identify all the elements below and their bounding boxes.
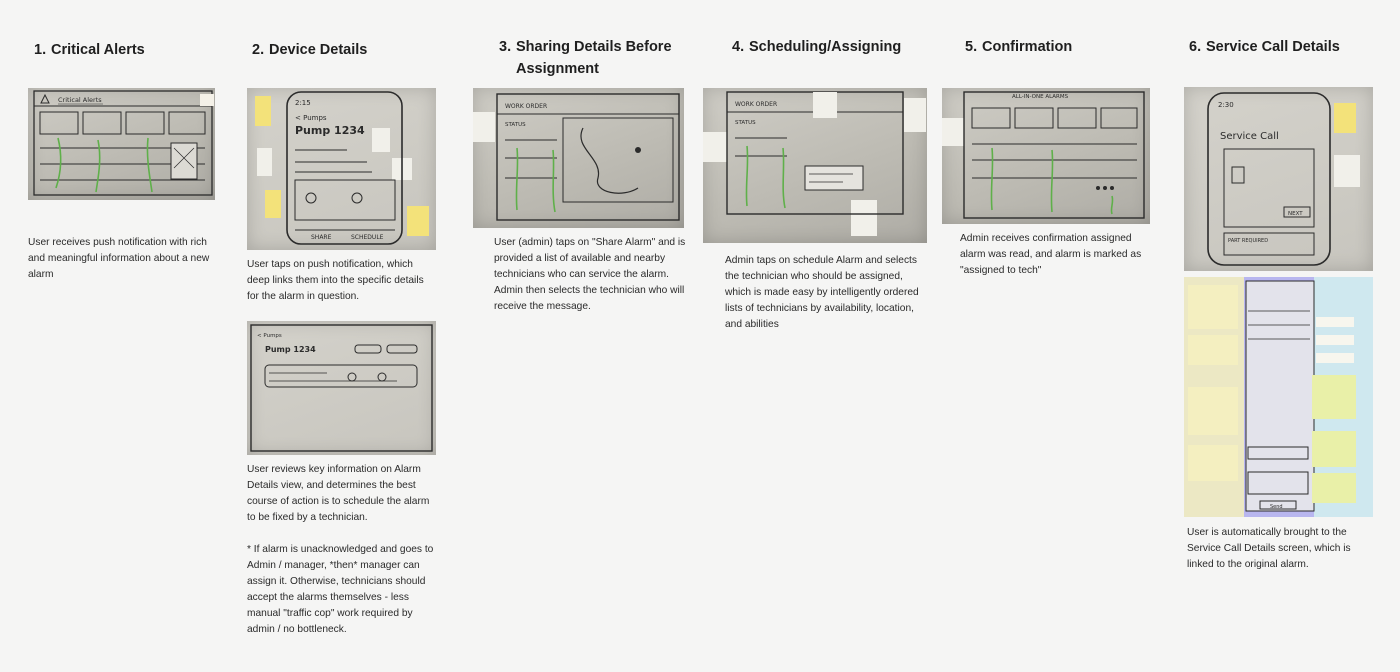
svg-text:< Pumps: < Pumps [257, 333, 282, 339]
step-description: User is automatically brought to the Ser… [1187, 527, 1351, 570]
svg-text:Send: Send [1270, 504, 1283, 510]
sketch-photo-critical-alerts: Critical Alerts [28, 88, 215, 200]
wireframe-sketch: WORK ORDER STATUS [473, 93, 680, 221]
wireframe-sketch: ALL-IN-ONE ALARMS [942, 91, 1145, 219]
svg-text:WORK ORDER: WORK ORDER [735, 101, 777, 108]
wireframe-sketch: < Pumps Pump 1234 [250, 324, 433, 452]
step-description: User (admin) taps on "Share Alarm" and i… [494, 237, 686, 312]
step-heading: 1.Critical Alerts [34, 42, 145, 58]
sketch-photo-sharing-details: WORK ORDER STATUS [473, 88, 684, 228]
svg-text:ALL-IN-ONE ALARMS: ALL-IN-ONE ALARMS [1012, 94, 1069, 100]
svg-text:Service Call: Service Call [1220, 131, 1279, 142]
step-heading: 3.Sharing Details Before Assignment [499, 39, 672, 77]
svg-text:SHARE: SHARE [311, 234, 332, 241]
sketch-photo-scheduling: WORK ORDER STATUS [703, 88, 927, 243]
step-description: Admin taps on schedule Alarm and selects… [725, 255, 919, 330]
step-description: Admin receives confirmation assigned ala… [960, 233, 1142, 276]
step-heading: 2.Device Details [252, 42, 368, 58]
step-heading: 4.Scheduling/Assigning [732, 39, 902, 55]
step-description: User receives push notification with ric… [28, 237, 210, 280]
svg-text:Pump 1234: Pump 1234 [265, 345, 316, 354]
step-description: User taps on push notification, which de… [247, 259, 424, 302]
sketch-photo-device-details-desktop: < Pumps Pump 1234 [247, 321, 436, 455]
sketch-photo-device-details-mobile: 2:15 < Pumps Pump 1234 SHARE SCHEDULE [247, 88, 436, 250]
step-description: User reviews key information on Alarm De… [247, 464, 434, 635]
wireframe-sketch: WORK ORDER STATUS [703, 91, 926, 236]
svg-text:Pump 1234: Pump 1234 [295, 124, 365, 137]
wireframe-sketch: 2:30 Service Call NEXT PART REQUIRED [1207, 92, 1360, 266]
sketch-photo-service-call-desktop: Send [1184, 277, 1373, 517]
step-heading: 5.Confirmation [965, 39, 1073, 55]
wireframe-sketch: Critical Alerts [33, 90, 214, 196]
svg-text:STATUS: STATUS [505, 122, 526, 128]
svg-text:2:15: 2:15 [295, 99, 311, 107]
svg-text:2:30: 2:30 [1218, 101, 1234, 109]
svg-text:STATUS: STATUS [735, 120, 756, 126]
wireframe-sketch: Send [1184, 277, 1373, 517]
sketch-label: Critical Alerts [58, 96, 102, 104]
svg-text:< Pumps: < Pumps [295, 114, 327, 122]
step-heading: 6.Service Call Details [1189, 39, 1340, 55]
svg-text:PART REQUIRED: PART REQUIRED [1228, 238, 1268, 244]
svg-text:NEXT: NEXT [1288, 211, 1303, 217]
sketch-photo-service-call-mobile: 2:30 Service Call NEXT PART REQUIRED [1184, 87, 1373, 271]
svg-text:WORK ORDER: WORK ORDER [505, 103, 547, 110]
svg-text:SCHEDULE: SCHEDULE [351, 234, 384, 241]
wireframe-sketch: 2:15 < Pumps Pump 1234 SHARE SCHEDULE [255, 91, 429, 245]
sketch-photo-confirmation: ALL-IN-ONE ALARMS [942, 88, 1150, 224]
